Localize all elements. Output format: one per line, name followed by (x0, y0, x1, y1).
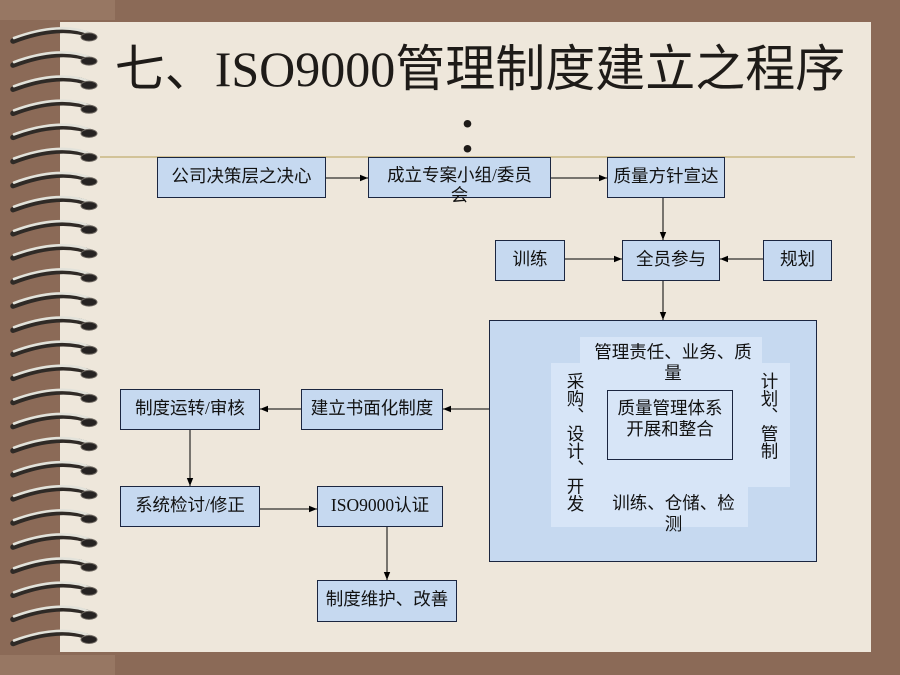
node-quality-policy: 质量方针宣达 (607, 157, 725, 198)
slide-title: 七、ISO9000管理制度建立之程序 (114, 41, 846, 97)
node-review-correction: 系统检讨/修正 (120, 486, 260, 527)
qms-left-label: 采购、设计、开发 (565, 372, 585, 512)
qms-right-label: 计划、管制 (759, 372, 779, 460)
node-planning: 规划 (763, 240, 832, 281)
node-training: 训练 (495, 240, 565, 281)
node-qms-block: 管理责任、业务、质量 采购、设计、开发 计划、管制 训练、仓储、检测 质量管理体… (489, 320, 817, 562)
slide-title-colon: ： (455, 107, 505, 163)
node-full-participation: 全员参与 (622, 240, 720, 281)
binding-cap-top (0, 0, 115, 20)
node-written-system: 建立书面化制度 (301, 389, 443, 430)
qms-band-right (748, 363, 790, 487)
qms-center-box: 质量管理体系开展和整合 (607, 390, 733, 460)
node-project-team: 成立专案小组/委员会 (368, 157, 551, 205)
qms-band-left (551, 363, 595, 527)
qms-band-bottom (595, 487, 748, 527)
qms-top-label: 管理责任、业务、质量 (594, 342, 752, 383)
node-maintenance: 制度维护、改善 (317, 580, 457, 622)
qms-bottom-label: 训练、仓储、检测 (612, 493, 735, 534)
node-operation-audit: 制度运转/审核 (120, 389, 260, 430)
node-decision: 公司决策层之决心 (157, 157, 326, 198)
node-certification: ISO9000认证 (317, 486, 443, 527)
binding-cap-bottom (0, 655, 115, 675)
qms-band-top (580, 337, 762, 378)
